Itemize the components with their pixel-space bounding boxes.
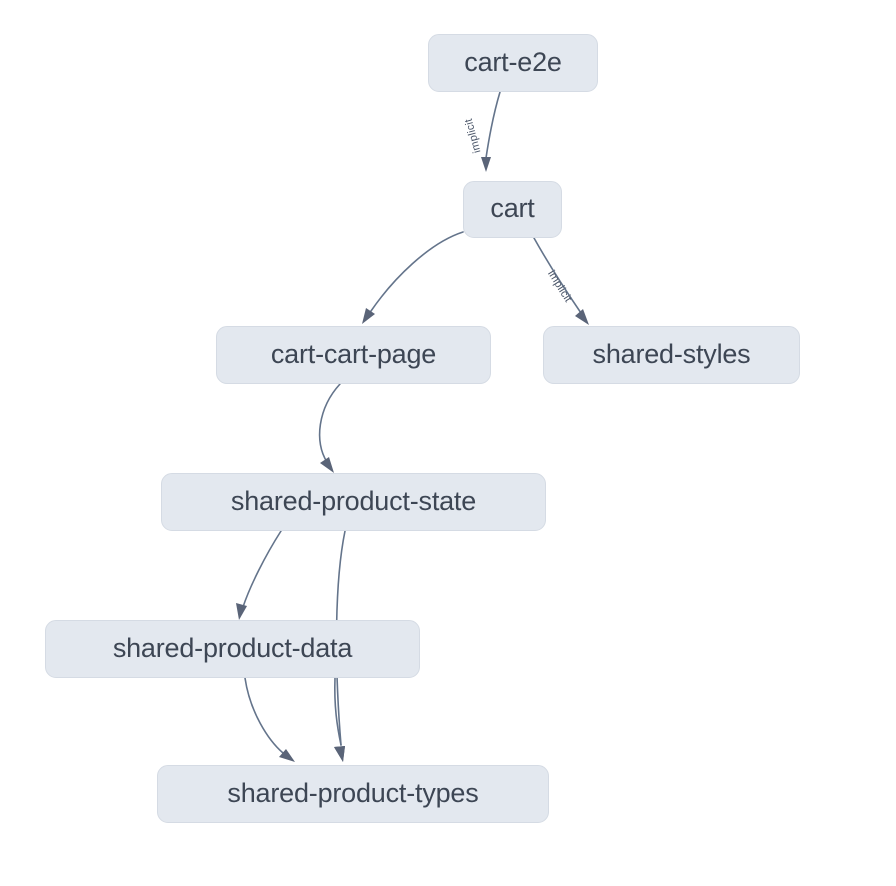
edge-cart-cart-page-to-shared-product-state <box>318 383 341 473</box>
node-cart-e2e[interactable]: cart-e2e <box>428 34 598 92</box>
node-shared-product-state[interactable]: shared-product-state <box>161 473 546 531</box>
node-label: cart-e2e <box>464 46 562 77</box>
edge-shared-product-state-to-shared-product-data <box>236 530 282 620</box>
edge-cart-to-shared-styles: implicit <box>533 237 589 325</box>
node-shared-product-data[interactable]: shared-product-data <box>45 620 420 678</box>
node-label: shared-styles <box>592 338 751 369</box>
node-label: cart <box>490 193 535 223</box>
edge-cart-e2e-to-cart: implicit <box>463 91 501 172</box>
edge-shared-product-data-to-shared-product-types <box>244 677 295 762</box>
node-label: cart-cart-page <box>270 338 437 369</box>
node-label: shared-product-state <box>230 485 477 516</box>
node-label: shared-product-data <box>112 632 353 663</box>
node-cart-cart-page[interactable]: cart-cart-page <box>216 326 491 384</box>
node-shared-styles[interactable]: shared-styles <box>543 326 800 384</box>
edge-label-implicit-2: implicit <box>545 268 574 304</box>
node-cart[interactable]: cart <box>463 181 562 238</box>
node-label: shared-product-types <box>227 777 479 808</box>
edge-label-implicit-1: implicit <box>463 117 484 154</box>
node-shared-product-types[interactable]: shared-product-types <box>157 765 549 823</box>
edge-overlay-state-to-types-lower <box>334 677 345 762</box>
edge-cart-to-cart-cart-page <box>362 231 464 324</box>
